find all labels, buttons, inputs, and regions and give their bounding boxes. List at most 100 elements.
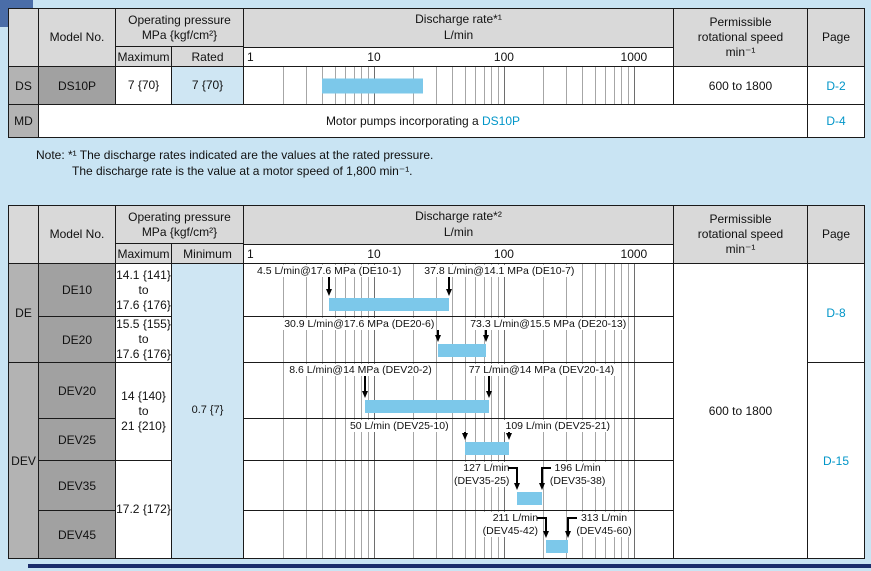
- annotation-arrow: [543, 517, 550, 538]
- gridline: [464, 264, 466, 316]
- gridline: [605, 317, 607, 362]
- gridline: [435, 67, 437, 104]
- gridline: [353, 511, 355, 558]
- gridline: [345, 511, 347, 558]
- gridline: [491, 317, 493, 362]
- minimum-subheader: Minimum: [171, 243, 244, 264]
- gridline: [413, 363, 415, 418]
- gridline: [368, 511, 369, 558]
- gridline: [475, 67, 477, 104]
- gridline: [633, 419, 635, 460]
- page-link-d8[interactable]: D-8: [826, 306, 846, 320]
- gridline: [613, 363, 615, 418]
- gridline: [345, 363, 347, 418]
- gridline: [605, 264, 607, 316]
- ds10p-speed: 600 to 1800: [673, 66, 808, 105]
- gridline: [373, 511, 375, 558]
- de10-discharge-chart: 4.5 L/min@17.6 MPa (DE10-1)37.8 L/min@14…: [243, 263, 674, 317]
- gridline: [491, 264, 493, 316]
- model-dev25: DEV25: [38, 418, 116, 461]
- discharge-range-bar: [437, 344, 487, 357]
- annotation-connector: [508, 467, 518, 469]
- annotation-arrow: [514, 467, 521, 490]
- page-link-d4[interactable]: D-4: [826, 114, 846, 128]
- gridline: [543, 67, 545, 104]
- bar-annotation: 313 L/min(DEV45-60): [575, 512, 633, 538]
- annotation-arrow: [446, 277, 452, 296]
- model-de20: DE20: [38, 316, 116, 363]
- gridline: [475, 419, 477, 460]
- gridline: [322, 363, 324, 418]
- page-link-d15[interactable]: D-15: [822, 453, 849, 468]
- gridline: [334, 264, 336, 316]
- dev-page-cell: D-15: [807, 362, 865, 559]
- gridline: [373, 461, 375, 510]
- gridline: [633, 363, 635, 418]
- gridline: [361, 363, 363, 418]
- gridline: [283, 461, 285, 510]
- gridline: [345, 461, 347, 510]
- gridline: [582, 317, 584, 362]
- gridline: [306, 511, 307, 558]
- axis-tick-label: 10: [367, 50, 381, 64]
- model-dev45: DEV45: [38, 510, 116, 559]
- gridline: [594, 264, 596, 316]
- gridline: [582, 264, 584, 316]
- gridline: [353, 363, 355, 418]
- annotation-arrow: [483, 330, 490, 342]
- gridline: [633, 317, 635, 362]
- speed-header: Permissible rotational speed min⁻¹: [673, 8, 808, 67]
- ds10p-page-cell: D-2: [807, 66, 865, 105]
- axis-tick-label: 1: [247, 50, 254, 64]
- gridline: [627, 317, 629, 362]
- gridline: [594, 67, 596, 104]
- gridline: [334, 419, 336, 460]
- gridline: [475, 511, 477, 558]
- bar-annotation: 50 L/min (DEV25-10): [348, 420, 450, 433]
- gridline: [283, 67, 285, 104]
- gridline: [334, 461, 336, 510]
- page-link-d2[interactable]: D-2: [826, 78, 846, 93]
- gridline: [543, 419, 545, 460]
- operating-pressure-title: Operating pressure: [128, 12, 231, 27]
- gridline: [621, 461, 623, 510]
- gridline: [283, 511, 285, 558]
- gridline: [306, 67, 307, 104]
- de20-discharge-chart: 30.9 L/min@17.6 MPa (DE20-6)73.3 L/min@1…: [243, 316, 674, 363]
- gridline: [413, 264, 415, 316]
- maximum-subheader: Maximum: [115, 46, 172, 67]
- gridline: [322, 419, 324, 460]
- series-label-dev: DEV: [8, 362, 39, 559]
- operating-pressure-unit: MPa {kgf/cm²}: [141, 27, 218, 42]
- gridline: [475, 363, 477, 418]
- gridline: [543, 264, 545, 316]
- gridline: [435, 363, 437, 418]
- de10-max-pressure: 14.1 {141} to 17.6 {176}: [115, 263, 172, 317]
- discharge-range-bar: [322, 78, 424, 93]
- gridline: [373, 317, 375, 362]
- annotation-connector: [568, 517, 578, 519]
- series-label-ds: DS: [8, 66, 39, 105]
- gridline: [452, 511, 454, 558]
- gridline: [464, 67, 466, 104]
- axis-tick-label: 100: [493, 247, 514, 261]
- bar-annotation: 109 L/min (DEV25-21): [504, 420, 611, 433]
- gridline: [368, 363, 369, 418]
- discharge-range-bar: [328, 298, 449, 311]
- discharge-range-bar: [365, 400, 490, 413]
- gridline: [621, 317, 623, 362]
- gridline: [491, 363, 493, 418]
- gridline: [627, 264, 629, 316]
- de-page-cell: D-8: [807, 263, 865, 363]
- ds10p-inline-link[interactable]: DS10P: [482, 114, 521, 128]
- dev35-discharge-chart: 127 L/min(DEV35-25)196 L/min(DEV35-38): [243, 460, 674, 511]
- operating-pressure-title-2: Operating pressure: [128, 209, 231, 224]
- model-dev35: DEV35: [38, 460, 116, 511]
- gridline: [621, 363, 623, 418]
- bar-annotation: 4.5 L/min@17.6 MPa (DE10-1): [255, 265, 403, 278]
- gridline: [594, 363, 596, 418]
